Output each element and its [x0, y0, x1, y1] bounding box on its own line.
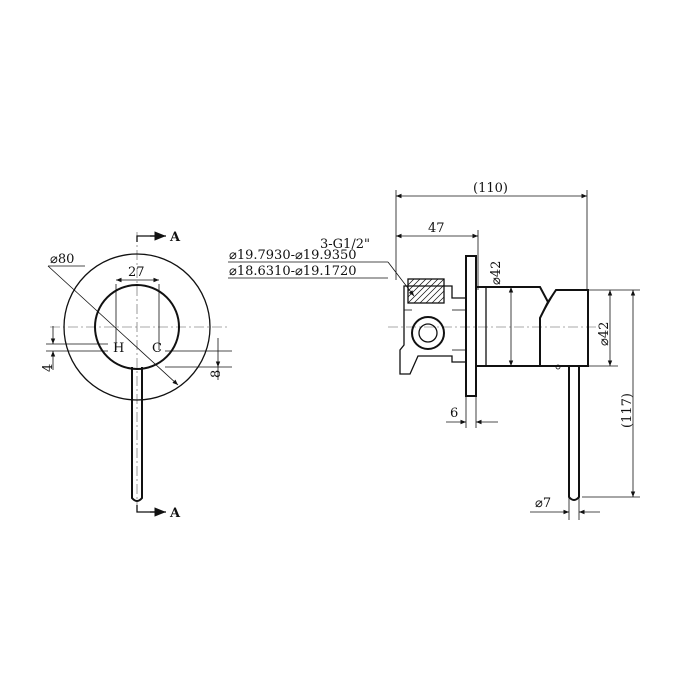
- thread-spec-label: 3-G1/2": [320, 237, 370, 252]
- overall-depth-label: (110): [473, 181, 508, 196]
- body-depth-label: 47: [428, 221, 445, 236]
- valve-body: [399, 278, 467, 375]
- front-lever: [131, 367, 143, 502]
- outer-diameter-label: ⌀80: [50, 252, 74, 267]
- handle-width-label: 27: [128, 265, 145, 280]
- escutcheon-plate-side: [465, 255, 477, 397]
- handle-body: [475, 286, 589, 370]
- handle-diameter-label: ⌀42: [597, 322, 612, 346]
- right-offset-label: 8: [209, 370, 224, 378]
- thread-minor-diameter-label: ⌀18.6310-⌀19.1720: [229, 264, 357, 279]
- thread-hatching: [407, 278, 445, 304]
- outer-diameter-leader: [47, 265, 179, 386]
- outlet-port-inner: [418, 323, 438, 343]
- side-view: (110) 47 3-G1/2" ⌀19.7930-⌀19.9350 ⌀18.6…: [228, 181, 640, 520]
- section-marker-top: A: [169, 230, 181, 245]
- section-marker-bottom: A: [169, 506, 181, 521]
- side-lever: [568, 366, 580, 501]
- flange-diameter-label: ⌀42: [489, 261, 504, 285]
- front-view: ⌀80 27 H C 4 8 A A: [41, 230, 232, 521]
- thread-major-diameter-label: ⌀19.7930-⌀19.9350: [229, 248, 357, 263]
- left-offset-label: 4: [41, 364, 56, 372]
- plate-thickness-label: 6: [450, 406, 458, 421]
- handle-hub: [94, 284, 180, 370]
- outlet-port-outer: [411, 316, 445, 350]
- handle-set-screw: [555, 364, 561, 370]
- section-line-top: [136, 235, 158, 242]
- height-label: (117): [620, 393, 635, 428]
- escutcheon-plate: [63, 253, 211, 401]
- lever-diameter-label: ⌀7: [535, 496, 551, 511]
- cold-label: C: [152, 341, 162, 356]
- section-line-bottom: [136, 505, 158, 513]
- thread-callout-leader: [387, 261, 415, 297]
- hot-label: H: [113, 341, 124, 356]
